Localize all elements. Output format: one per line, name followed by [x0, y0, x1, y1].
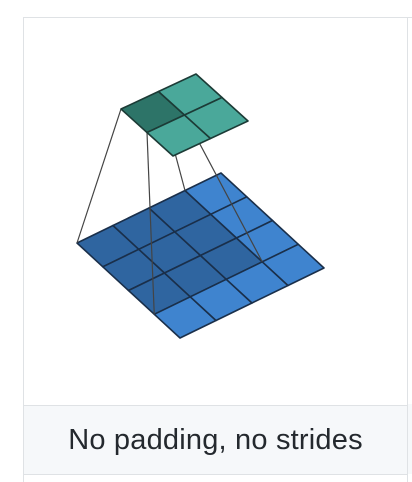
figure-caption: No padding, no strides — [68, 423, 363, 456]
projection-line — [76, 108, 122, 244]
input-cell — [261, 243, 325, 287]
input-grid — [76, 172, 325, 339]
output-grid — [120, 73, 249, 157]
caption-cell: No padding, no strides — [24, 405, 408, 475]
next-caption-cell — [408, 404, 412, 474]
figure-table: No padding, no strides — [23, 17, 412, 482]
output-cell — [183, 96, 249, 140]
figure-cell — [24, 18, 408, 405]
convolution-diagram — [76, 73, 325, 339]
next-table-column — [407, 17, 412, 482]
projection-line — [146, 132, 155, 315]
